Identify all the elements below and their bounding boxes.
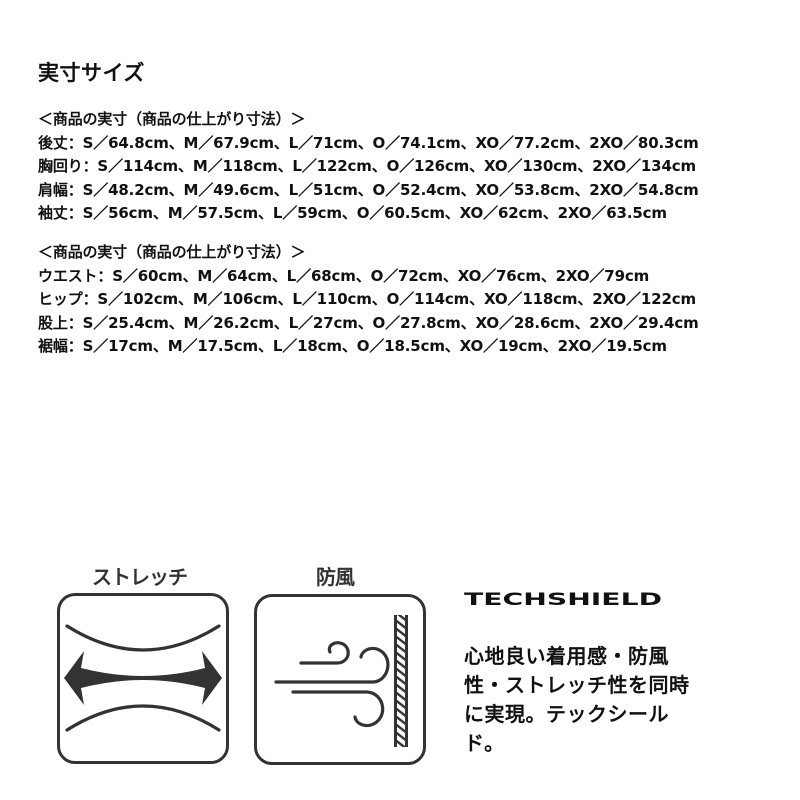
row-label: 袖丈 (38, 204, 68, 222)
techshield-wordmark-icon: TECHSHIELD (464, 590, 662, 610)
size-row-chest: 胸回り：S／114cm、M／118cm、L／122cm、O／126cm、XO／1… (38, 155, 699, 179)
row-separator: ： (67, 337, 83, 355)
row-values: S／102cm、M／106cm、L／110cm、O／114cm、XO／118cm… (97, 290, 696, 308)
section-heading: ＜商品の実寸（商品の仕上がり寸法）＞ (38, 110, 306, 128)
row-values: S／25.4cm、M／26.2cm、L／27cm、O／27.8cm、XO／28.… (82, 313, 699, 332)
size-row-sleeve: 袖丈：S／56cm、M／57.5cm、L／59cm、O／60.5cm、XO／62… (38, 202, 699, 226)
feature-label-windproof: 防風 (316, 565, 355, 589)
row-label: 裾幅 (38, 337, 68, 355)
size-row-rise: 股上：S／25.4cm、M／26.2cm、L／27cm、O／27.8cm、XO／… (38, 312, 699, 336)
size-section-tops: ＜商品の実寸（商品の仕上がり寸法）＞ 後丈：S／64.8cm、M／67.9cm、… (38, 108, 699, 226)
feature-badge-stretch (57, 593, 229, 764)
row-label: 肩幅 (38, 180, 68, 199)
row-values: S／17cm、M／17.5cm、L／18cm、O／18.5cm、XO／19cm、… (82, 337, 667, 355)
row-separator: ： (82, 290, 98, 308)
feature-label-stretch: ストレッチ (92, 565, 188, 589)
wind-wall-icon (274, 615, 408, 747)
section-heading: ＜商品の実寸（商品の仕上がり寸法）＞ (38, 243, 306, 261)
size-row-back-length: 後丈：S／64.8cm、M／67.9cm、L／71cm、O／74.1cm、XO／… (38, 132, 699, 156)
size-row-hem-width: 裾幅：S／17cm、M／17.5cm、L／18cm、O／18.5cm、XO／19… (38, 335, 699, 359)
size-section-bottoms: ＜商品の実寸（商品の仕上がり寸法）＞ ウエスト：S／60cm、M／64cm、L／… (38, 241, 699, 359)
row-label: 胸回り (38, 157, 83, 175)
row-label: ヒップ (38, 290, 83, 308)
row-values: S／56cm、M／57.5cm、L／59cm、O／60.5cm、XO／62cm、… (82, 204, 667, 222)
row-values: S／60cm、M／64cm、L／68cm、O／72cm、XO／76cm、2XO／… (112, 266, 650, 285)
row-label: 股上 (38, 313, 68, 332)
row-values: S／48.2cm、M／49.6cm、L／51cm、O／52.4cm、XO／53.… (82, 180, 699, 199)
row-label: ウエスト (38, 266, 98, 285)
brand-name: TECHSHIELD (464, 590, 662, 610)
stretch-arrows-icon (64, 624, 222, 732)
page-title: 実寸サイズ (38, 61, 145, 85)
row-separator: ： (67, 313, 83, 332)
techshield-logo: TECHSHIELD (464, 588, 664, 614)
row-values: S／114cm、M／118cm、L／122cm、O／126cm、XO／130cm… (97, 157, 696, 175)
feature-description: 心地良い着用感・防風性・ストレッチ性を同時に実現。テックシールド。 (464, 644, 690, 755)
row-separator: ： (67, 204, 83, 222)
row-separator: ： (97, 266, 113, 285)
size-row-shoulder: 肩幅：S／48.2cm、M／49.6cm、L／51cm、O／52.4cm、XO／… (38, 179, 699, 203)
size-row-waist: ウエスト：S／60cm、M／64cm、L／68cm、O／72cm、XO／76cm… (38, 265, 699, 289)
row-separator: ： (82, 157, 98, 175)
size-row-hip: ヒップ：S／102cm、M／106cm、L／110cm、O／114cm、XO／1… (38, 288, 699, 312)
row-separator: ： (67, 133, 83, 152)
row-values: S／64.8cm、M／67.9cm、L／71cm、O／74.1cm、XO／77.… (82, 133, 699, 152)
feature-badge-windproof (254, 594, 426, 765)
row-label: 後丈 (38, 133, 68, 152)
row-separator: ： (67, 180, 83, 199)
